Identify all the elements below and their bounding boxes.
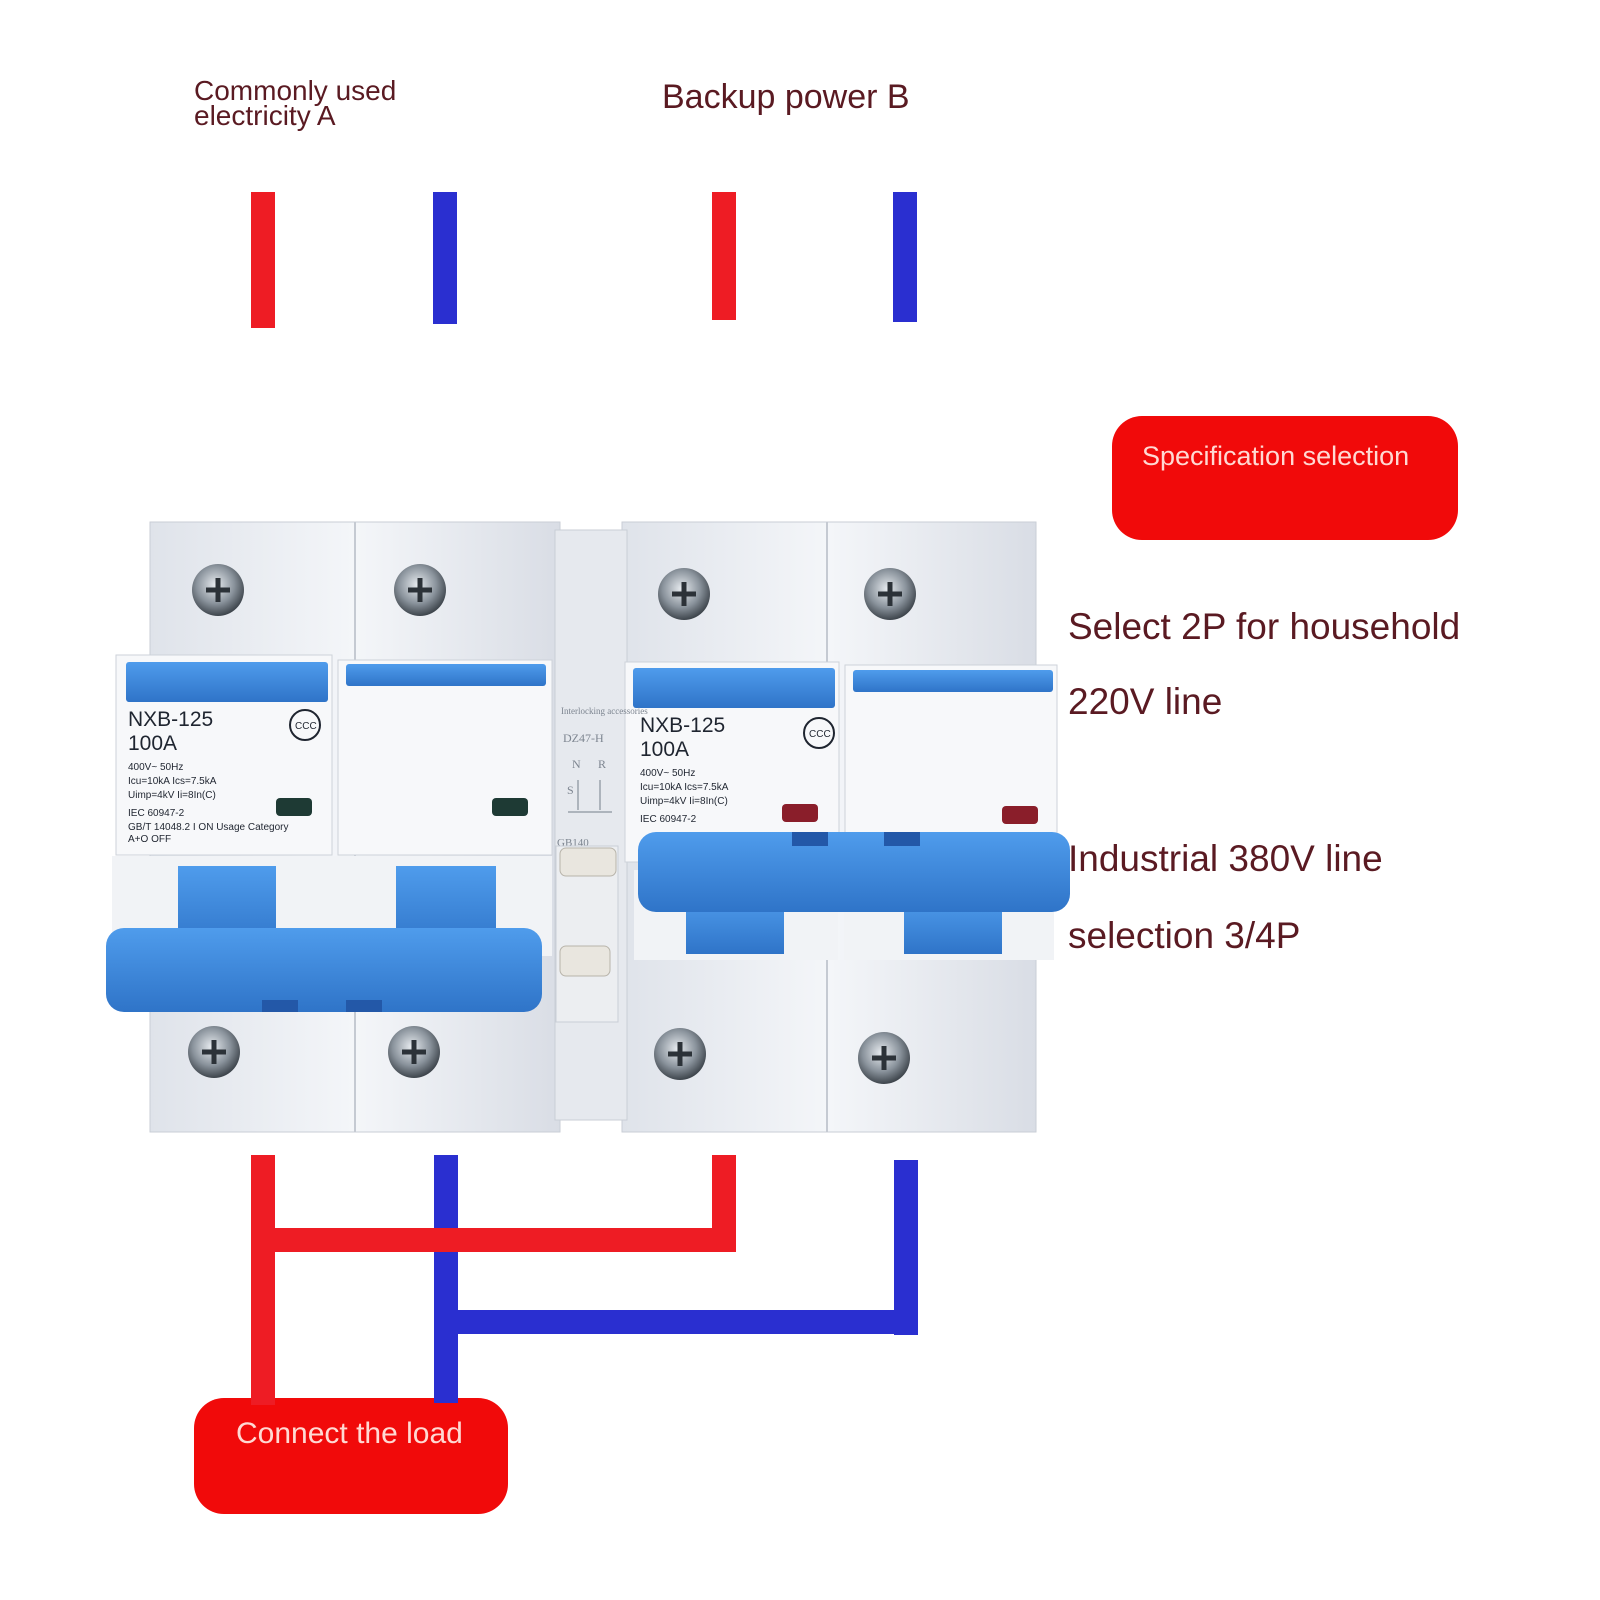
connect-load-badge[interactable]: Connect the load <box>194 1398 508 1514</box>
left-cert: CCC <box>295 721 317 732</box>
screw-icon <box>864 568 916 620</box>
source-a-label: Commonly used electricity A <box>194 75 397 131</box>
left-std1: IEC 60947-2 <box>128 808 185 819</box>
wire-a-neutral <box>433 192 457 324</box>
screw-icon <box>388 1026 440 1078</box>
right-spec1: 400V~ 50Hz <box>640 768 695 779</box>
left-handle-bar[interactable] <box>106 928 542 1012</box>
output-wires <box>251 1155 918 1405</box>
household-line2: 220V line <box>1068 681 1223 722</box>
left-model: NXB-125 <box>128 708 213 731</box>
left-std2: GB/T 14048.2 I ON Usage Category <box>128 822 288 833</box>
wire-a-live <box>251 192 275 328</box>
connect-load-text: Connect the load <box>236 1417 463 1450</box>
interlock-title: Interlocking accessories <box>561 706 648 716</box>
screw-icon <box>192 564 244 616</box>
right-rating: 100A <box>640 738 689 761</box>
source-b-label: Backup power B <box>662 78 910 116</box>
out-neutral-b-vertical <box>894 1160 918 1335</box>
left-spec2: Icu=10kA Ics=7.5kA <box>128 776 217 787</box>
household-line1: Select 2P for household <box>1068 606 1461 647</box>
right-indicator <box>782 804 818 822</box>
screw-icon <box>858 1032 910 1084</box>
right-breaker-label: NXB-125 100A 400V~ 50Hz Icu=10kA Ics=7.5… <box>640 714 1038 825</box>
left-spec3: Uimp=4kV Ii=8In(C) <box>128 790 216 801</box>
breaker-body <box>115 521 1058 1133</box>
interlock-slider[interactable] <box>559 847 617 877</box>
right-model: NXB-125 <box>640 714 725 737</box>
right-spec2: Icu=10kA Ics=7.5kA <box>640 782 729 793</box>
right-cert: CCC <box>809 729 831 740</box>
left-indicator <box>276 798 312 816</box>
industrial-line2: selection 3/4P <box>1068 915 1301 956</box>
out-neutral-horizontal <box>446 1310 918 1334</box>
screw-icon <box>394 564 446 616</box>
ccc-mark-icon <box>289 709 321 741</box>
left-rating: 100A <box>128 732 177 755</box>
terminal-screws <box>188 564 916 1084</box>
out-neutral-vertical <box>434 1155 458 1403</box>
right-std1: IEC 60947-2 <box>640 814 697 825</box>
input-wires <box>251 192 917 328</box>
spec-selection-text: Specification selection <box>1142 441 1410 471</box>
spec-selection-badge[interactable]: Specification selection <box>1112 416 1458 540</box>
out-live-horizontal <box>272 1228 736 1252</box>
left-spec1: 400V~ 50Hz <box>128 762 183 773</box>
ccc-mark-icon <box>803 717 835 749</box>
interlock-r: R <box>598 757 606 771</box>
right-indicator-2 <box>1002 806 1038 824</box>
screw-icon <box>188 1026 240 1078</box>
left-indicator-2 <box>492 798 528 816</box>
left-position: A+O OFF <box>128 834 171 845</box>
industrial-line1: Industrial 380V line <box>1068 838 1383 879</box>
right-spec3: Uimp=4kV Ii=8In(C) <box>640 796 728 807</box>
interlock-n: N <box>572 757 581 771</box>
screw-icon <box>654 1028 706 1080</box>
out-live-vertical <box>251 1155 275 1405</box>
wire-b-neutral <box>893 192 917 322</box>
wire-b-live <box>712 192 736 320</box>
right-handle-bar[interactable] <box>638 832 1070 912</box>
interlock-slider-lower[interactable] <box>559 945 611 977</box>
screw-icon <box>658 568 710 620</box>
left-breaker-label: NXB-125 100A 400V~ 50Hz Icu=10kA Ics=7.5… <box>128 708 528 845</box>
breaker-handles[interactable] <box>106 832 1070 1012</box>
interlock-s: S <box>567 783 574 797</box>
interlock-model: DZ47-H <box>563 731 604 745</box>
